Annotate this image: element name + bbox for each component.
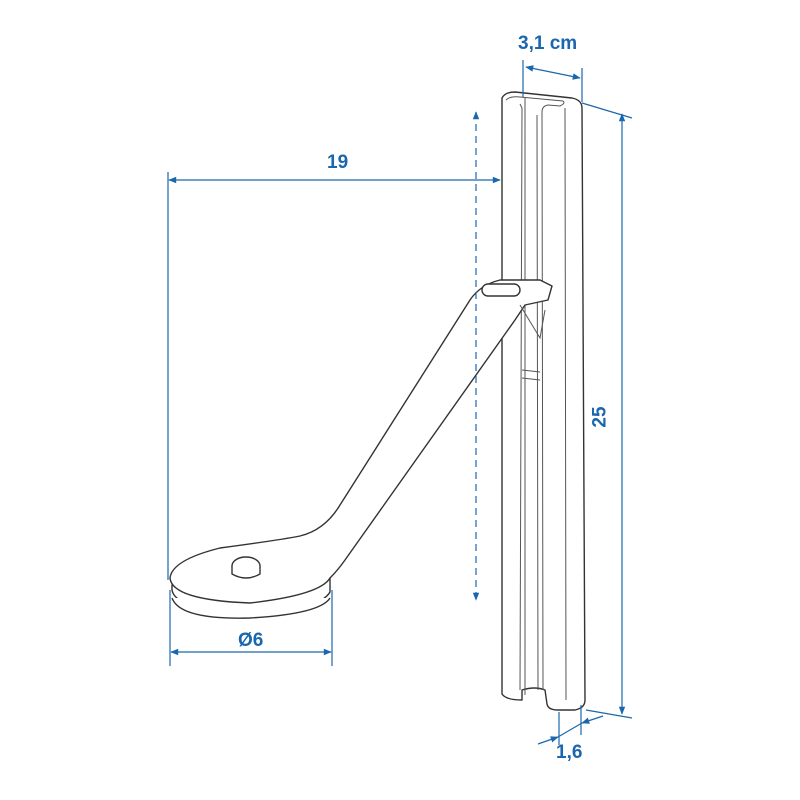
dimension-rail-width (522, 60, 583, 102)
bracket-arm (169, 279, 553, 619)
label-rail-depth: 1,6 (556, 742, 583, 763)
label-height: 25 (589, 406, 611, 428)
dimension-rail-depth (537, 705, 604, 745)
label-disc-diameter: Ø6 (238, 630, 264, 651)
label-reach: 19 (327, 152, 349, 173)
rail (501, 91, 586, 711)
dimension-height (581, 102, 633, 719)
dimension-disc-diameter (169, 590, 333, 666)
dimension-reach (167, 172, 501, 580)
label-rail-width: 3,1 cm (518, 33, 578, 54)
